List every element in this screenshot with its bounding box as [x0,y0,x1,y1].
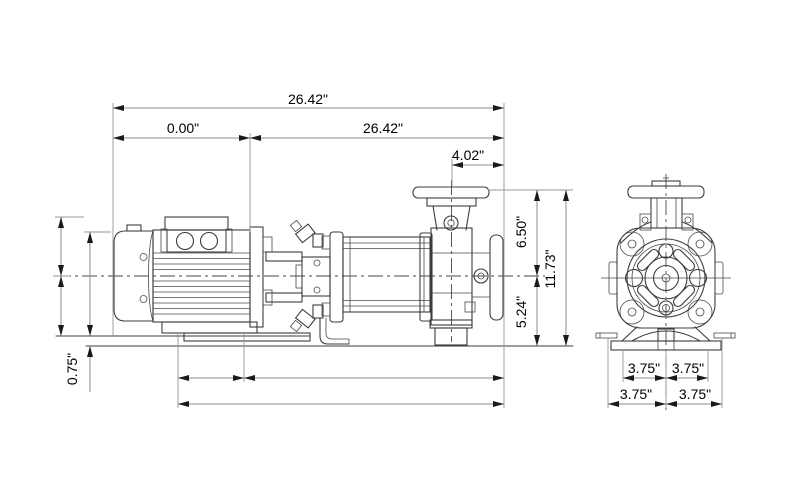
dim-overall-length-label: 26.42" [288,91,328,107]
coupling [265,219,350,345]
dim-offset-zero-label: 0.00" [167,120,199,136]
dim-total-height-label: 11.73" [542,249,558,288]
dim-foot-row1-right-label: 3.75" [672,360,704,376]
dim-base-height: 0.75" [64,346,93,392]
end-discharge-flange [620,180,713,244]
dim-discharge-height-label: 6.50" [513,216,529,248]
vent-valve-bottom [289,304,324,333]
dim-total-height: 11.73" [542,190,569,346]
suction-flange [489,234,504,321]
vent-valve-top [289,219,324,248]
terminal-box [160,216,233,253]
extension-lines [53,103,723,408]
dim-foot-row1-left: 3.75" [623,360,666,381]
dim-foot-row1-left-label: 3.75" [628,360,660,376]
side-view [55,180,574,347]
dim-port-offset: 4.02" [452,147,504,168]
dim-base-height-label: 0.75" [64,353,80,385]
shaft-hub [644,256,688,300]
end-view [595,174,736,410]
dim-foot-row2-right-label: 3.75" [679,386,711,402]
support-bracket [319,317,350,345]
dim-foot-row2-right: 3.75" [666,386,722,407]
motor-flange [249,226,264,328]
dim-suction-height: 5.24" [513,276,540,346]
end-feet [595,326,736,351]
dim-foot-row2-left-label: 3.75" [620,386,652,402]
dim-port-offset-label: 4.02" [452,147,484,163]
dim-suction-height-label: 5.24" [513,296,529,328]
motor-foot [161,321,311,342]
dim-pump-length-label: 26.42" [363,120,403,136]
pump-head [412,180,504,346]
dim-foot-row2-left: 3.75" [608,386,666,407]
dim-discharge-height: 6.50" [513,190,540,276]
motor [113,216,311,342]
pump-casing [608,227,724,329]
discharge-flange [412,186,490,199]
dim-foot-row1-right: 3.75" [666,360,708,381]
dim-overall-length: 26.42" [113,91,504,111]
pedestal [429,319,473,329]
barrel [321,231,431,323]
dim-offset-zero: 0.00" [113,120,250,141]
motor-fins [153,252,250,315]
dim-pump-length: 26.42" [250,120,504,141]
